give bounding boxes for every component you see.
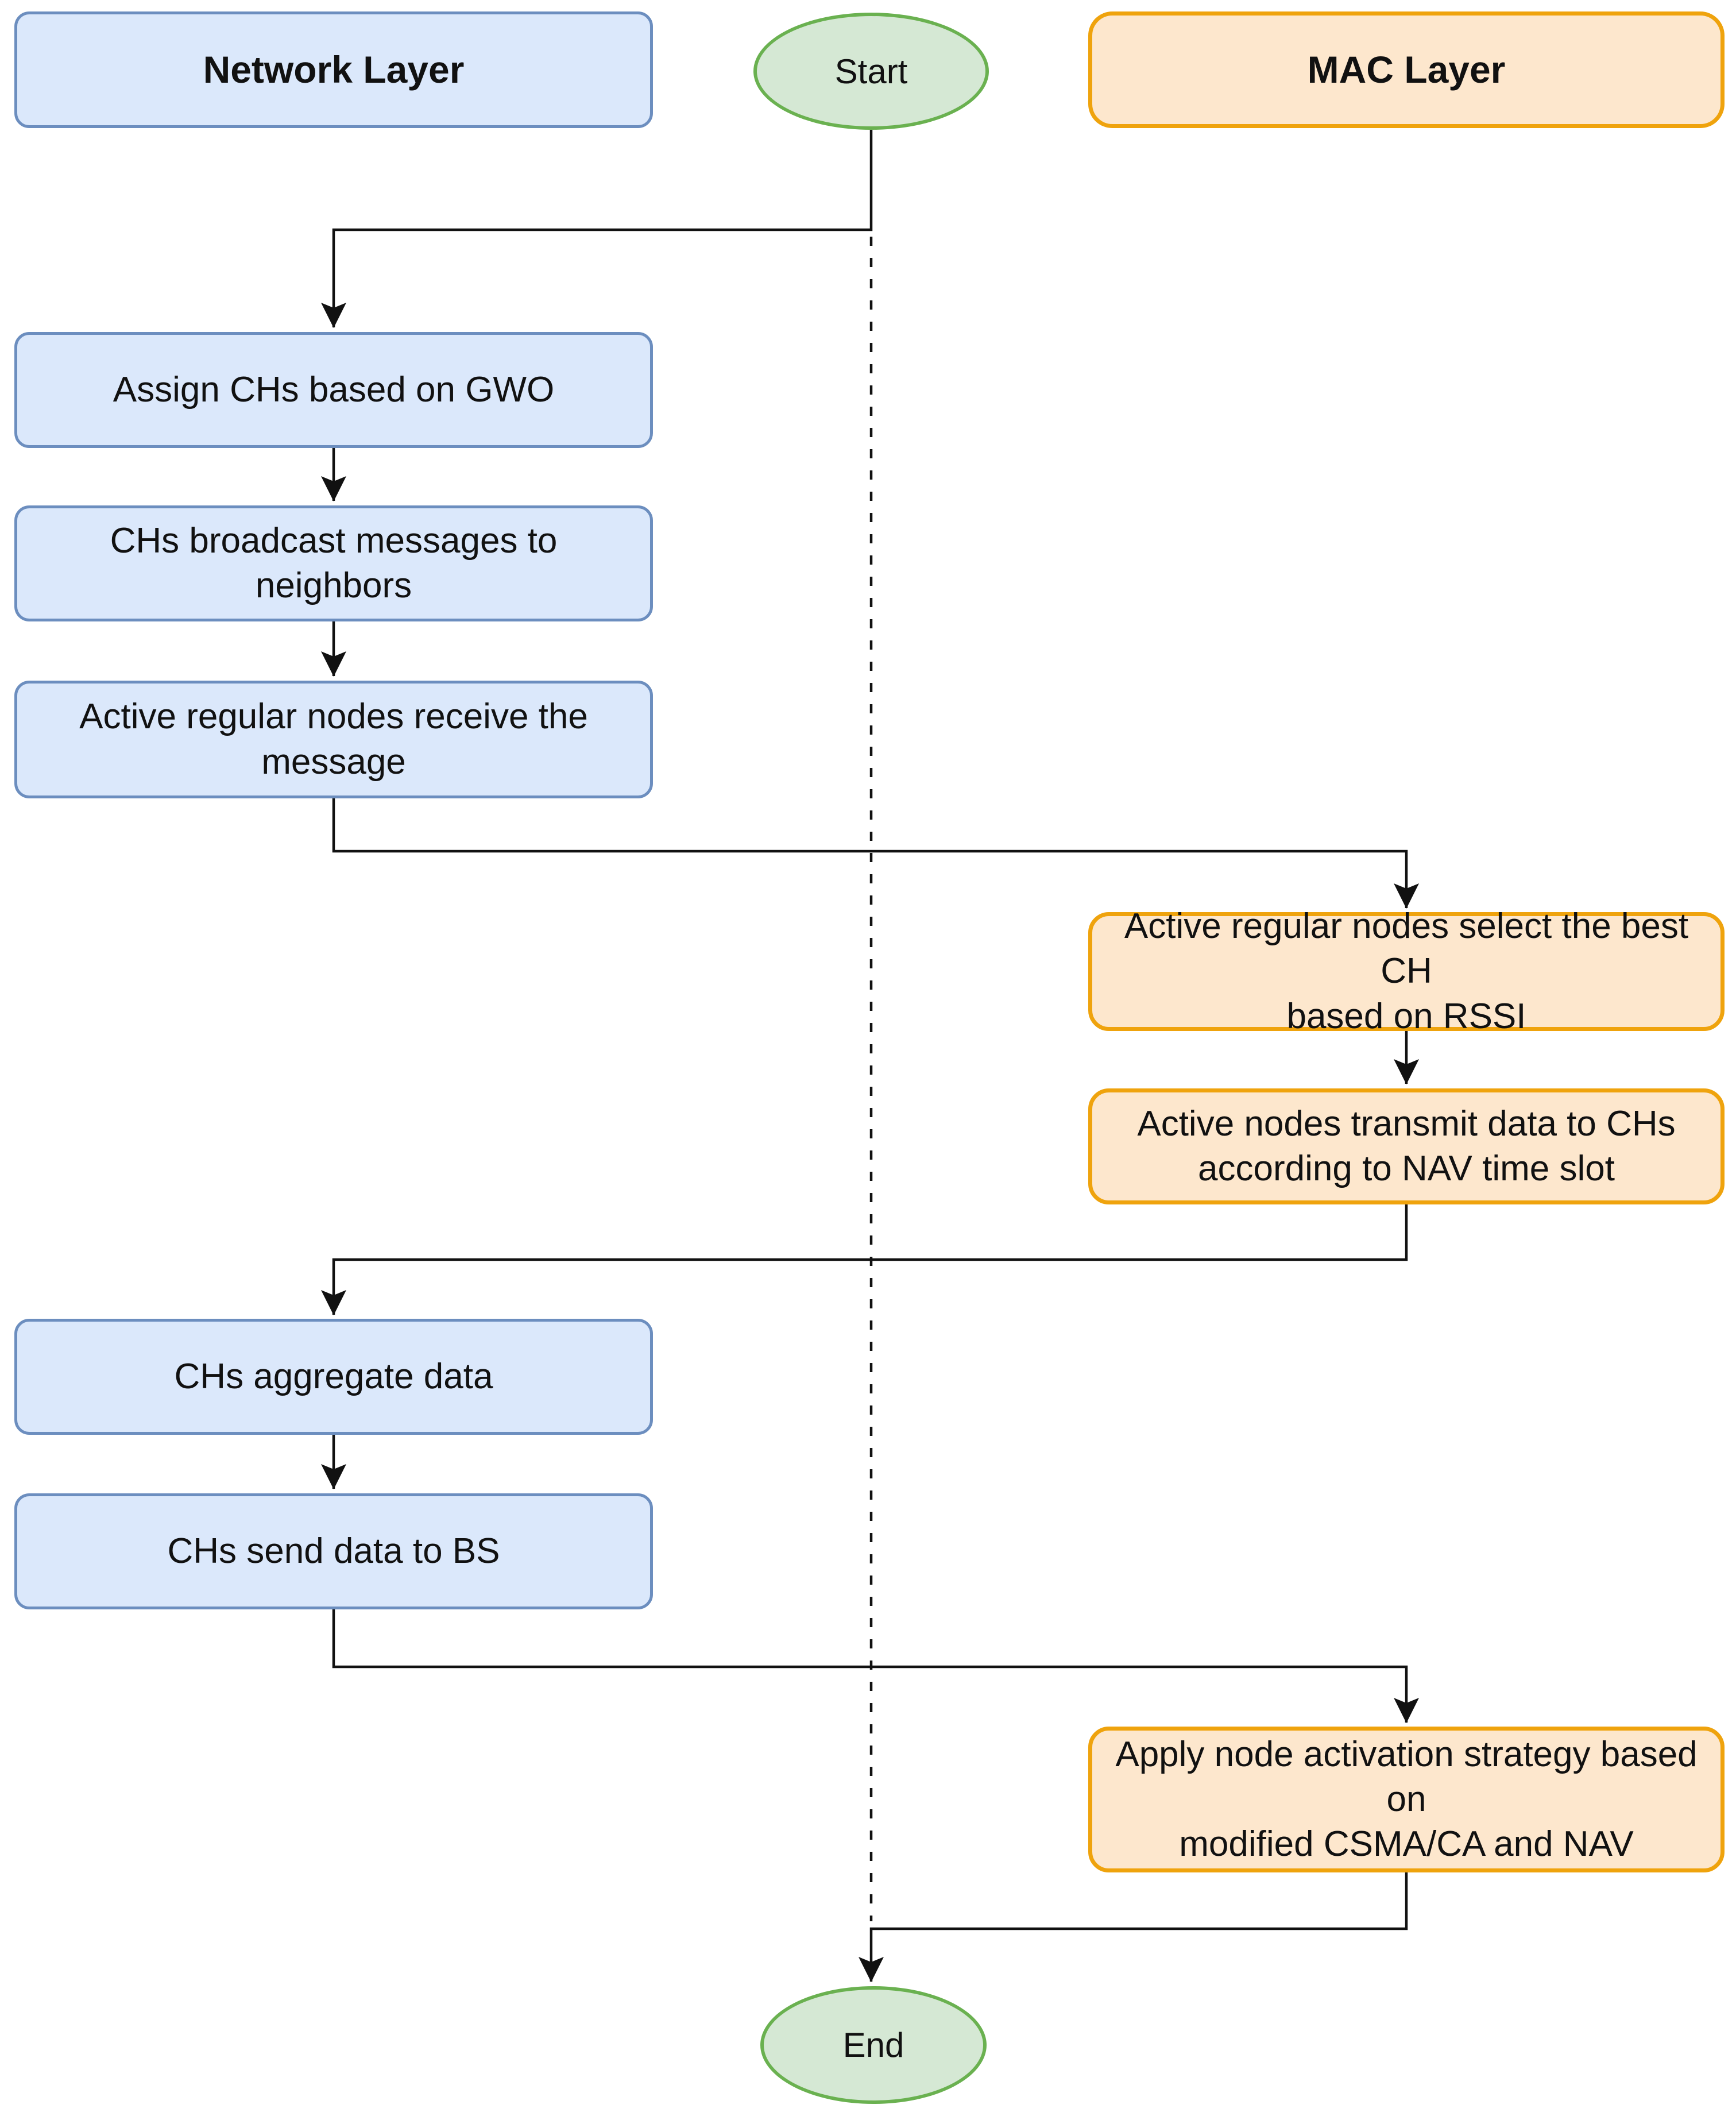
step-send-bs-label: CHs send data to BS: [167, 1531, 500, 1571]
step-receive-label: Active regular nodes receive the message: [79, 697, 588, 782]
step-broadcast-label: CHs broadcast messages to neighbors: [110, 520, 558, 605]
step-aggregate: CHs aggregate data: [14, 1319, 653, 1435]
terminal-end: End: [760, 1986, 987, 2104]
step-select-ch-label: Active regular nodes select the best CH …: [1124, 906, 1689, 1036]
edge-start-to-assign-chs: [321, 130, 873, 328]
step-select-ch: Active regular nodes select the best CH …: [1088, 906, 1725, 1036]
edge-transmit-to-aggregate: [321, 1204, 1408, 1315]
lane-header-network-layer: Network Layer: [14, 11, 653, 128]
step-aggregate-label: CHs aggregate data: [174, 1356, 493, 1396]
terminal-start: Start: [753, 13, 989, 130]
step-transmit-label: Active nodes transmit data to CHs accord…: [1137, 1103, 1676, 1188]
step-assign-chs: Assign CHs based on GWO: [14, 332, 653, 448]
step-receive: Active regular nodes receive the message: [14, 681, 653, 798]
terminal-start-label: Start: [834, 52, 908, 91]
edge-activation-to-end: [859, 1872, 1408, 1982]
step-transmit: Active nodes transmit data to CHs accord…: [1088, 1088, 1725, 1204]
edge-receive-to-select-ch: [332, 798, 1419, 909]
terminal-end-label: End: [842, 2026, 904, 2064]
lane-header-mac-layer-label: MAC Layer: [1307, 48, 1506, 91]
step-activation: Apply node activation strategy based on …: [1088, 1727, 1725, 1872]
step-assign-chs-label: Assign CHs based on GWO: [113, 369, 555, 410]
step-send-bs: CHs send data to BS: [14, 1493, 653, 1609]
step-activation-label: Apply node activation strategy based on …: [1115, 1734, 1698, 1864]
lane-header-network-layer-label: Network Layer: [203, 48, 465, 91]
lane-header-mac-layer: MAC Layer: [1088, 11, 1725, 128]
edge-send-bs-to-activation: [332, 1609, 1419, 1723]
step-broadcast: CHs broadcast messages to neighbors: [14, 505, 653, 621]
